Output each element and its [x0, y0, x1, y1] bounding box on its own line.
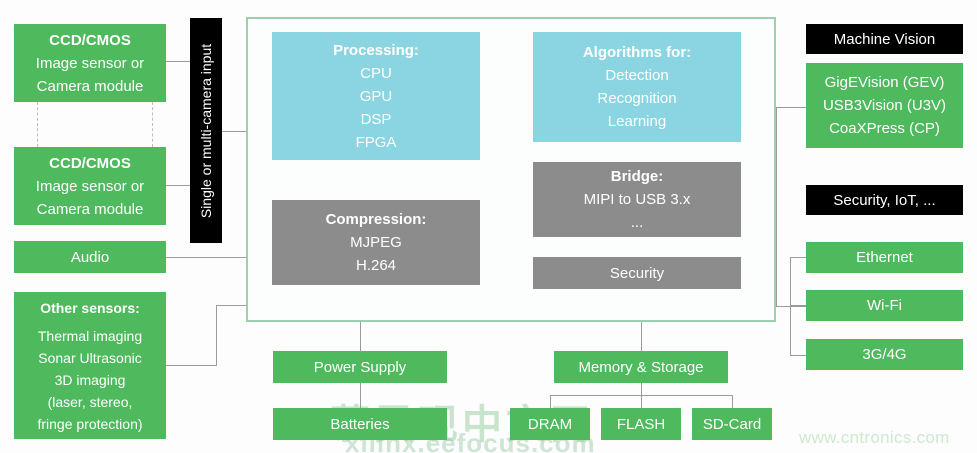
memory-dram-block[interactable]: DRAM: [510, 408, 590, 440]
other-sensors-block[interactable]: Other sensors: Thermal imaging Sonar Ult…: [14, 292, 166, 439]
memory-storage-label: Memory & Storage: [578, 358, 704, 376]
camera-input-bus-label: Single or multi-camera input: [198, 43, 215, 218]
connector-core-right-vert: [776, 107, 777, 306]
machine-vision-header[interactable]: Machine Vision: [806, 24, 963, 54]
power-supply-block[interactable]: Power Supply: [273, 351, 447, 383]
memory-storage-block[interactable]: Memory & Storage: [554, 351, 728, 383]
bridge-title: Bridge:: [610, 168, 664, 185]
connector-power-batteries: [360, 383, 361, 408]
security-block[interactable]: Security: [533, 257, 741, 289]
network-ethernet-label: Ethernet: [856, 249, 913, 266]
other-sensors-line4: (laser, stereo,: [47, 393, 133, 410]
memory-sdcard-block[interactable]: SD-Card: [692, 408, 772, 440]
processing-item-2: DSP: [360, 110, 392, 128]
protocol-item-2: CoaXPress (CP): [829, 120, 940, 137]
batteries-block[interactable]: Batteries: [273, 408, 447, 440]
compression-item-0: MJPEG: [350, 234, 402, 251]
network-wifi[interactable]: Wi-Fi: [806, 290, 963, 321]
memory-sdcard-label: SD-Card: [702, 415, 762, 433]
machine-vision-header-label: Machine Vision: [833, 30, 936, 48]
dashed-link-left: [37, 102, 38, 147]
machine-vision-protocols[interactable]: GigEVision (GEV) USB3Vision (U3V) CoaXPr…: [806, 63, 963, 148]
bridge-item-1: ...: [630, 214, 644, 231]
connector-other-sensors-h1: [166, 365, 216, 366]
connector-ethernet: [790, 257, 806, 258]
processing-title: Processing:: [333, 41, 419, 59]
algorithms-item-2: Learning: [607, 113, 667, 130]
bridge-block[interactable]: Bridge: MIPI to USB 3.x ...: [533, 162, 741, 237]
processing-item-0: CPU: [360, 64, 392, 82]
protocol-item-1: USB3Vision (U3V): [822, 97, 947, 114]
camera-module-2-title: CCD/CMOS: [49, 154, 131, 172]
security-iot-header[interactable]: Security, IoT, ...: [806, 185, 963, 215]
batteries-label: Batteries: [330, 415, 390, 433]
algorithms-title: Algorithms for:: [582, 44, 692, 61]
camera-module-1-title: CCD/CMOS: [49, 31, 131, 49]
other-sensors-line5: fringe protection): [37, 415, 143, 432]
processing-item-1: GPU: [359, 87, 393, 105]
connector-core-right-top: [776, 107, 806, 108]
security-label: Security: [609, 264, 665, 282]
memory-flash-label: FLASH: [616, 415, 666, 433]
memory-dram-label: DRAM: [527, 415, 573, 433]
connector-memory-sdcard: [732, 395, 733, 408]
algorithms-item-0: Detection: [605, 67, 669, 84]
connector-memory-bar: [550, 395, 732, 396]
audio-label: Audio: [70, 248, 110, 266]
camera-module-1[interactable]: CCD/CMOS Image sensor or Camera module: [14, 24, 166, 102]
network-3g4g-label: 3G/4G: [862, 346, 907, 363]
compression-title: Compression:: [325, 211, 427, 228]
connector-audio-core: [166, 257, 276, 258]
power-supply-label: Power Supply: [313, 358, 407, 376]
connector-core-memory: [641, 322, 642, 351]
connector-memory-dram: [550, 395, 551, 408]
camera-module-2-line2: Camera module: [36, 200, 144, 218]
connector-network-bus: [790, 257, 791, 355]
connector-other-sensors-v: [216, 305, 217, 366]
other-sensors-line2: Sonar Ultrasonic: [38, 349, 142, 366]
connector-core-power: [360, 322, 361, 351]
processing-item-3: FPGA: [355, 133, 397, 151]
dashed-link-right: [152, 102, 153, 147]
algorithms-item-1: Recognition: [597, 90, 677, 107]
bridge-item-0: MIPI to USB 3.x: [583, 191, 691, 208]
camera-module-1-line2: Camera module: [36, 77, 144, 95]
connector-camera2-bus: [166, 185, 190, 186]
camera-module-2[interactable]: CCD/CMOS Image sensor or Camera module: [14, 147, 166, 225]
protocol-item-0: GigEVision (GEV): [824, 74, 945, 91]
connector-core-right-bottom: [776, 306, 806, 307]
other-sensors-title: Other sensors:: [40, 299, 140, 316]
network-3g4g[interactable]: 3G/4G: [806, 339, 963, 370]
camera-module-1-line1: Image sensor or: [35, 54, 145, 72]
compression-item-1: H.264: [355, 257, 397, 274]
camera-input-bus[interactable]: Single or multi-camera input: [190, 18, 222, 243]
network-wifi-label: Wi-Fi: [867, 297, 902, 314]
watermark-site: www.cntronics.com: [799, 428, 950, 447]
other-sensors-line1: Thermal imaging: [37, 327, 143, 344]
memory-flash-block[interactable]: FLASH: [601, 408, 681, 440]
connector-bus-core: [222, 131, 250, 132]
camera-module-2-line1: Image sensor or: [35, 177, 145, 195]
security-iot-header-label: Security, IoT, ...: [833, 191, 936, 209]
processing-block[interactable]: Processing: CPU GPU DSP FPGA: [272, 32, 480, 160]
algorithms-block[interactable]: Algorithms for: Detection Recognition Le…: [533, 32, 741, 142]
network-ethernet[interactable]: Ethernet: [806, 242, 963, 273]
audio-block[interactable]: Audio: [14, 241, 166, 273]
connector-3g4g: [790, 355, 806, 356]
compression-block[interactable]: Compression: MJPEG H.264: [272, 200, 480, 285]
connector-wifi: [790, 305, 806, 306]
connector-camera1-bus: [166, 61, 190, 62]
other-sensors-line3: 3D imaging: [54, 371, 126, 388]
